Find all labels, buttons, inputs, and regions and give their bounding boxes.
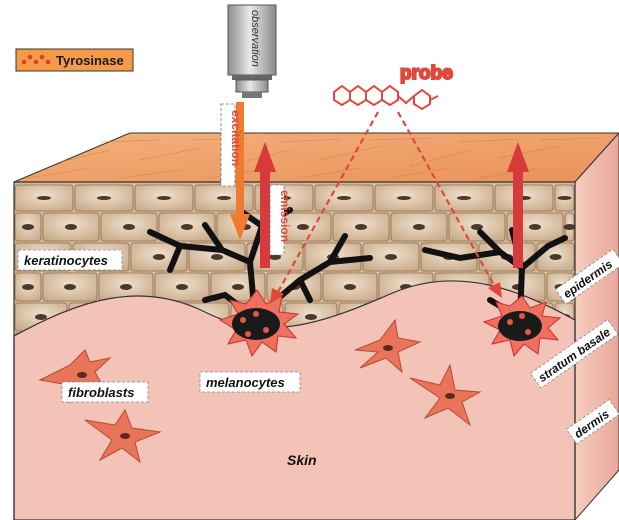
- keratinocyte-nucleus: [385, 254, 397, 260]
- probe-molecule-icon: probe: [334, 63, 453, 109]
- keratinocyte-nucleus: [211, 254, 223, 260]
- keratinocyte-nucleus: [22, 284, 34, 290]
- keratinocyte-nucleus: [157, 196, 171, 200]
- legend-label: Tyrosinase: [56, 53, 124, 68]
- keratinocyte-nucleus: [22, 224, 34, 230]
- keratinocyte-nucleus: [564, 224, 576, 230]
- keratinocyte-nucleus: [35, 314, 47, 320]
- keratinocyte-nucleus: [457, 196, 471, 200]
- label-fibroblasts: fibroblasts: [62, 382, 148, 402]
- keratinocyte-nucleus: [337, 196, 351, 200]
- keratinocyte-nucleus: [181, 224, 193, 230]
- keratinocyte-nucleus: [558, 196, 572, 200]
- keratinocyte-nucleus: [176, 284, 188, 290]
- keratinocyte-nucleus: [305, 314, 317, 320]
- keratinocyte-nucleus: [64, 284, 76, 290]
- keratinocyte-nucleus: [297, 224, 309, 230]
- fibroblasts-label: fibroblasts: [68, 385, 134, 400]
- skin-label: Skin: [287, 452, 317, 468]
- keratinocyte-nucleus: [232, 284, 244, 290]
- keratinocyte-nucleus: [529, 224, 541, 230]
- microscope-objective-icon: observation: [228, 5, 276, 98]
- label-keratinocytes: keratinocytes: [18, 250, 122, 270]
- legend-tyrosinase: Tyrosinase: [16, 49, 133, 71]
- keratinocyte-nucleus: [471, 224, 483, 230]
- keratinocyte-nucleus: [355, 224, 367, 230]
- excitation-label: excitation: [229, 110, 243, 166]
- microscope-label: observation: [249, 10, 261, 67]
- keratinocyte-nucleus: [344, 284, 356, 290]
- keratinocyte-nucleus: [550, 254, 562, 260]
- keratinocyte-nucleus: [65, 224, 77, 230]
- probe-label: probe: [400, 63, 453, 84]
- keratinocyte-nucleus: [97, 196, 111, 200]
- keratinocyte-nucleus: [397, 196, 411, 200]
- keratinocytes-label: keratinocytes: [24, 253, 108, 268]
- label-melanocytes: melanocytes: [200, 372, 300, 392]
- keratinocyte-nucleus: [120, 284, 132, 290]
- keratinocyte-nucleus: [217, 196, 231, 200]
- emission-label: emission: [278, 190, 292, 242]
- melanocytes-label: melanocytes: [206, 375, 285, 390]
- keratinocyte-nucleus: [153, 254, 165, 260]
- keratinocyte-nucleus: [123, 224, 135, 230]
- keratinocyte-nucleus: [413, 224, 425, 230]
- keratinocyte-nucleus: [37, 196, 51, 200]
